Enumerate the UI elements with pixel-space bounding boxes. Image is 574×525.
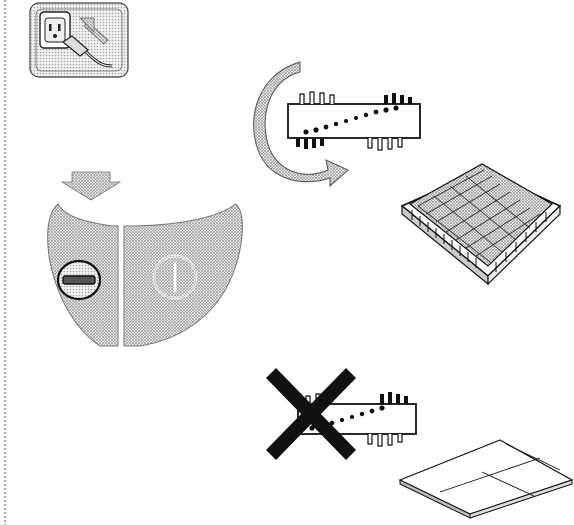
rotate-brush-panel <box>254 62 420 186</box>
prohibited-panel <box>266 368 416 460</box>
pedal-panel <box>48 172 243 346</box>
brush-off-symbol <box>58 261 100 299</box>
right-pedal <box>124 204 242 346</box>
down-arrow-icon <box>62 172 120 200</box>
bristle-field <box>410 164 552 266</box>
unplug-panel <box>30 3 128 77</box>
brush-roll <box>288 92 420 150</box>
floor-panel <box>400 440 572 518</box>
bristle-pad-panel <box>402 164 560 284</box>
